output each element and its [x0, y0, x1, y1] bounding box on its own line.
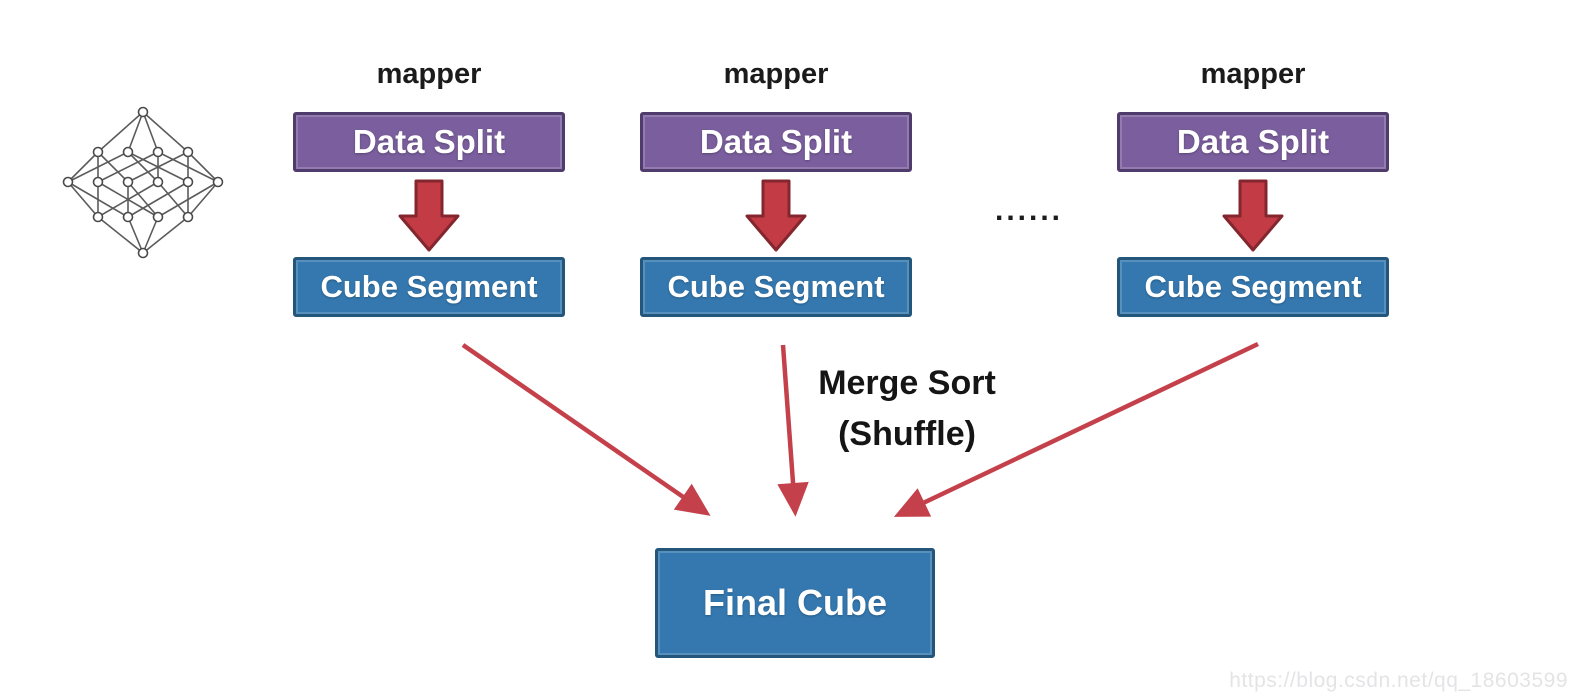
data-split-label-3: Data Split — [1176, 123, 1330, 160]
watermark-url: https://blog.csdn.net/qq_18603599 — [1229, 669, 1568, 692]
data-split-box-2: Data Split — [640, 112, 912, 172]
down-arrow-icon-2 — [741, 178, 811, 254]
mapper-label-3: mapper — [1200, 58, 1306, 90]
down-arrow-icon-3 — [1218, 178, 1288, 254]
cube-segment-label-2: Cube Segment — [667, 269, 885, 304]
data-split-label-2: Data Split — [699, 123, 853, 160]
down-arrow-icon-1 — [394, 178, 464, 254]
mapper-label-2: mapper — [723, 58, 829, 90]
data-split-label-1: Data Split — [352, 123, 506, 160]
merge-arrow-left — [461, 343, 711, 516]
merge-note: Merge Sort (Shuffle) — [752, 358, 1062, 460]
final-cube-box: Final Cube — [655, 548, 935, 658]
merge-note-line1: Merge Sort — [818, 364, 996, 402]
data-split-box-3: Data Split — [1117, 112, 1389, 172]
cube-segment-box-3: Cube Segment — [1117, 257, 1389, 317]
mapper-label-1: mapper — [376, 58, 482, 90]
final-cube-label: Final Cube — [702, 582, 887, 623]
cube-segment-label-1: Cube Segment — [320, 269, 538, 304]
cube-segment-box-2: Cube Segment — [640, 257, 912, 317]
ellipsis-dots: ...... — [995, 194, 1064, 227]
cube-segment-box-1: Cube Segment — [293, 257, 565, 317]
data-split-box-1: Data Split — [293, 112, 565, 172]
cube-segment-label-3: Cube Segment — [1144, 269, 1362, 304]
merge-note-line2: (Shuffle) — [838, 415, 976, 453]
cube-lattice-icon — [52, 102, 234, 262]
